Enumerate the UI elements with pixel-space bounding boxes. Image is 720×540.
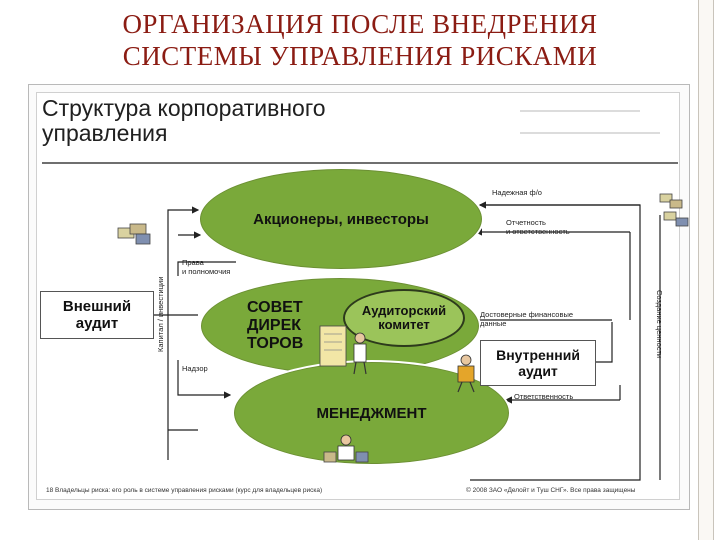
edge-label-fin-data-line-2: данные — [480, 319, 507, 328]
management-figure-icon — [323, 434, 369, 463]
edge-label-rights: Права и полномочия — [182, 258, 230, 276]
edge-label-rights-line-1: Права — [182, 258, 204, 267]
node-audit-committee: Аудиторский комитет — [343, 289, 465, 347]
edge-label-fin-data-line-1: Достоверные финансовые — [480, 310, 574, 319]
money-stack-icon — [117, 223, 151, 245]
node-shareholders-label: Акционеры, инвесторы — [253, 210, 429, 228]
heading-rule — [42, 162, 678, 164]
slide-title-line-2: СИСТЕМЫ УПРАВЛЕНИЯ РИСКАМИ — [122, 41, 598, 71]
ghost-text-decoration — [520, 110, 640, 120]
node-shareholders: Акционеры, инвесторы — [198, 167, 484, 271]
edge-label-reporting: Отчетность и ответственность — [506, 218, 570, 236]
diagram-heading: Структура корпоративного управления — [42, 96, 326, 146]
node-board-line-2: ДИРЕК — [247, 317, 302, 334]
node-external-line-2: аудит — [75, 315, 119, 332]
edge-label-fin-data: Достоверные финансовые данные — [480, 310, 573, 328]
diagram-heading-line-1: Структура корпоративного — [42, 95, 326, 121]
node-committee-line-2: комитет — [378, 317, 430, 332]
auditor-figure-icon — [457, 354, 475, 393]
edge-label-value: Создание ценности — [655, 290, 664, 359]
edge-label-reliable: Надежная ф/о — [492, 188, 542, 197]
edge-label-supervision: Надзор — [182, 364, 208, 373]
footer-copyright: © 2008 ЗАО «Делойт и Туш СНГ». Все права… — [466, 487, 636, 494]
node-internal-line-2: аудит — [518, 363, 558, 379]
edge-label-reporting-line-1: Отчетность — [506, 218, 546, 227]
ghost-text-decoration — [520, 132, 660, 142]
documents-icon — [659, 193, 689, 227]
edge-label-capital: Капитал / инвестиции — [156, 276, 165, 352]
node-internal-audit: Внутренний аудит — [480, 340, 596, 386]
diagram-heading-line-2: управления — [42, 120, 168, 146]
slide-title-line-1: ОРГАНИЗАЦИЯ ПОСЛЕ ВНЕДРЕНИЯ — [122, 9, 598, 39]
board-presenter-icon — [319, 325, 367, 375]
slide-right-border — [698, 0, 714, 540]
node-external-audit: Внешний аудит — [40, 291, 154, 339]
node-board-line-3: ТОРОВ — [247, 335, 304, 352]
node-external-line-1: Внешний — [62, 298, 132, 315]
node-committee-line-1: Аудиторский — [361, 303, 447, 318]
node-internal-line-1: Внутренний — [496, 347, 580, 363]
edge-label-rights-line-2: и полномочия — [182, 267, 231, 276]
node-board-line-1: СОВЕТ — [247, 299, 303, 316]
edge-label-reporting-line-2: и ответственность — [506, 227, 570, 236]
slide-title: ОРГАНИЗАЦИЯ ПОСЛЕ ВНЕДРЕНИЯ СИСТЕМЫ УПРА… — [0, 8, 720, 72]
footer-source: 18 Владельцы риска: его роль в системе у… — [46, 487, 323, 494]
edge-label-responsibility: Ответственность — [514, 392, 574, 401]
node-management-label: МЕНЕДЖМЕНТ — [316, 404, 427, 422]
